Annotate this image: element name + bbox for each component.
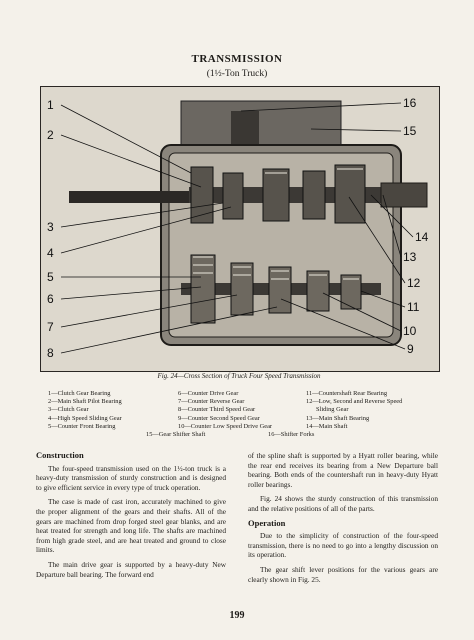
transmission-drawing: 1 2 3 4 5 6 7 8 16 15 14 13 12 11 10 9: [41, 87, 439, 371]
callout-8: 8: [47, 346, 54, 360]
callout-10: 10: [403, 324, 417, 338]
legend-column-1: 1—Clutch Gear Bearing 2—Main Shaft Pilot…: [48, 390, 122, 431]
callout-4: 4: [47, 246, 54, 260]
callout-5: 5: [47, 270, 54, 284]
callout-3: 3: [47, 220, 54, 234]
legend-item: 10—Counter Low Speed Drive Gear: [178, 422, 273, 430]
legend-item: 11—Countershaft Rear Bearing: [306, 390, 388, 397]
legend-column-3: 11—Countershaft Rear Bearing 12—Low, Sec…: [306, 390, 402, 431]
transmission-cross-section-figure: 1 2 3 4 5 6 7 8 16 15 14 13 12 11 10 9: [40, 86, 440, 372]
paragraph: The four-speed transmission used on the …: [36, 463, 226, 492]
legend-item: 13—Main Shaft Bearing: [306, 414, 370, 422]
second-speed-gear: [302, 170, 326, 220]
callout-11: 11: [407, 300, 420, 314]
third-speed-gear: [262, 168, 290, 222]
callout-2: 2: [47, 128, 54, 142]
counter-third-speed-gear: [230, 262, 254, 316]
counter-reverse-gear: [340, 274, 362, 310]
paragraph: Fig. 24 shows the sturdy construction of…: [248, 494, 438, 513]
clutch-gear: [190, 166, 214, 224]
counter-low-speed-gear: [306, 270, 330, 312]
legend-column-2: 6—Counter Drive Gear 7—Counter Reverse G…: [178, 390, 272, 431]
legend-item: 14—Main Shaft: [306, 422, 348, 430]
callout-12: 12: [407, 276, 421, 290]
right-leader-lines: [240, 102, 414, 350]
legend-item: 8—Counter Third Speed Gear: [178, 406, 256, 414]
heading-construction: Construction: [36, 450, 84, 460]
legend-item: 4—High Speed Sliding Gear: [48, 414, 122, 422]
paragraph: The main drive gear is supported by a he…: [36, 559, 226, 579]
callout-15: 15: [403, 124, 417, 138]
clutch-shaft: [69, 191, 189, 203]
legend-item: Sliding Gear: [316, 406, 349, 414]
legend-item: 7—Counter Reverse Gear: [178, 398, 245, 406]
legend-item-15: 15—Gear Shifter Shaft: [146, 431, 206, 438]
figure-caption: Fig. 24—Cross Section of Truck Four Spee…: [157, 372, 321, 380]
legend-item: 5—Counter Front Bearing: [48, 422, 116, 430]
page-subtitle: (1½-Ton Truck): [206, 69, 268, 79]
paragraph: The case is made of cast iron, accuratel…: [36, 497, 226, 555]
callout-6: 6: [47, 292, 54, 306]
paragraph: of the spline shaft is supported by a Hy…: [248, 451, 438, 489]
paragraph: The gear shift lever positions for the v…: [248, 564, 438, 584]
callout-9: 9: [407, 342, 414, 356]
right-text-column: of the spline shaft is supported by a Hy…: [248, 451, 438, 589]
legend-item: 6—Counter Drive Gear: [178, 390, 239, 397]
rear-bearing-housing: [380, 182, 428, 208]
page-number: 199: [229, 610, 245, 621]
legend-item: 12—Low, Second and Reverse Speed: [306, 398, 403, 406]
callout-7: 7: [47, 320, 54, 334]
counter-drive-gear: [190, 254, 216, 324]
left-text-column: Construction The four-speed transmission…: [36, 450, 226, 584]
callout-1: 1: [47, 98, 54, 112]
callout-13: 13: [403, 250, 417, 264]
heading-operation: Operation: [248, 517, 286, 528]
legend-item: 1—Clutch Gear Bearing: [48, 390, 111, 397]
page-title: TRANSMISSION: [191, 53, 283, 65]
legend-item: 9—Counter Second Speed Gear: [178, 414, 260, 422]
legend-item: 3—Clutch Gear: [48, 406, 89, 414]
callout-16: 16: [403, 96, 417, 110]
counter-second-speed-gear: [268, 266, 292, 314]
legend-item-16: 16—Shifter Forks: [268, 431, 315, 438]
paragraph: Due to the simplicity of construction of…: [248, 531, 438, 560]
callout-14: 14: [415, 230, 429, 244]
high-speed-sliding-gear: [222, 172, 244, 220]
left-leader-lines: [60, 104, 278, 354]
legend-item: 2—Main Shaft Pilot Bearing: [48, 398, 122, 406]
